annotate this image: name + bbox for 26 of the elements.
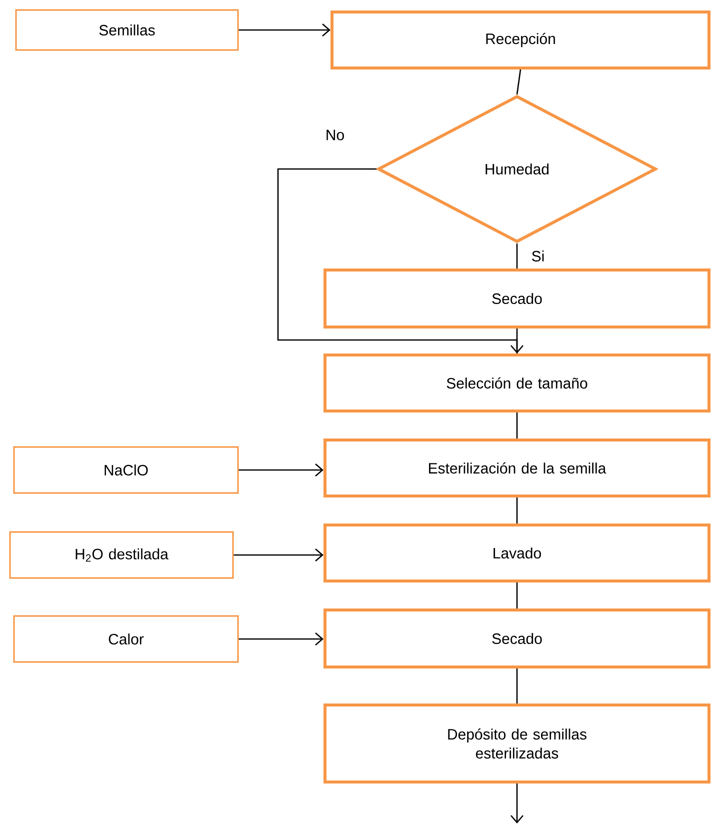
arrow — [238, 24, 330, 36]
arrow — [238, 464, 324, 476]
input-box: H$_{2}$O destilada — [9, 531, 234, 579]
process-box: Esterilización de la semilla — [324, 438, 710, 498]
process-box: Secado — [324, 608, 710, 668]
arrow — [510, 784, 524, 824]
connector-line — [516, 582, 518, 608]
connector-line — [516, 244, 518, 268]
connector-line — [516, 668, 518, 704]
process-box: Lavado — [324, 524, 710, 582]
arrow — [234, 548, 324, 562]
connector-line — [516, 328, 518, 354]
process-box: Depósito de semillas esterilizadas — [324, 704, 710, 784]
process-box: Selección de tamaño — [324, 354, 710, 412]
connector-line — [516, 69, 522, 95]
input-box: Semillas — [15, 9, 239, 51]
connector-line — [516, 412, 518, 438]
process-box: Recepción — [330, 10, 710, 70]
arrow — [277, 168, 524, 354]
connector-line — [516, 498, 518, 524]
arrow — [238, 632, 324, 646]
edge-label: Si — [530, 250, 546, 263]
edge-label: No — [324, 128, 346, 142]
input-box: Calor — [13, 615, 239, 663]
process-box: Secado — [324, 268, 710, 328]
input-box: NaClO — [13, 446, 239, 494]
